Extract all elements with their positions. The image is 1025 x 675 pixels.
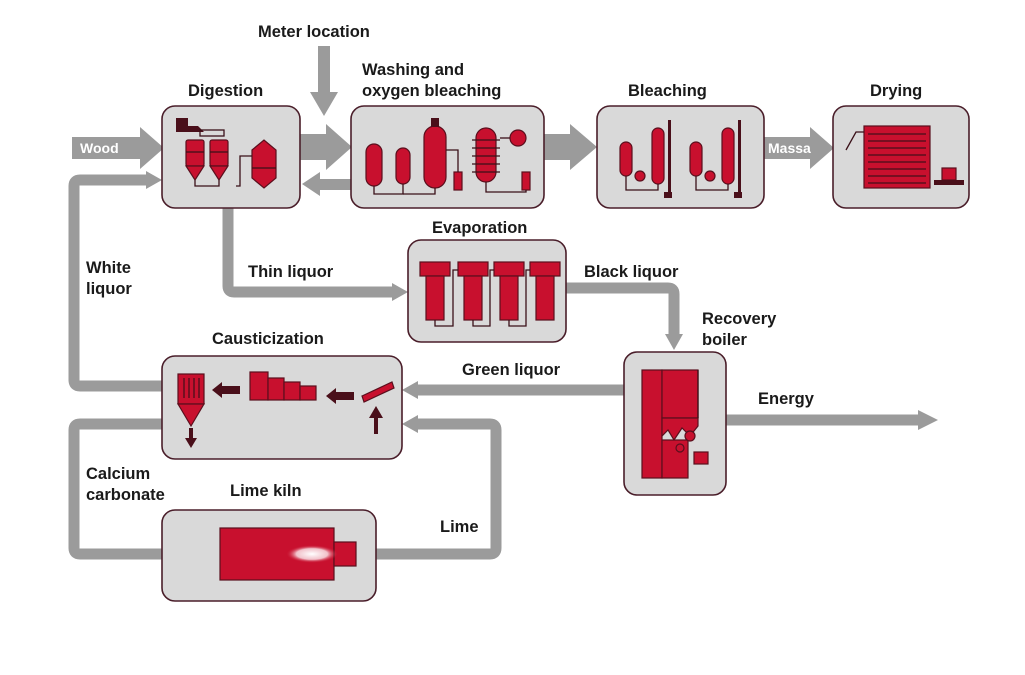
recovery-boiler-title-line2: boiler — [702, 331, 748, 349]
washing-equipment — [365, 118, 531, 195]
meter-location-arrow — [310, 46, 338, 116]
calcium-carbonate-pipe — [68, 418, 164, 560]
lime-label: Lime — [440, 518, 479, 536]
washing-to-bleaching-arrow — [544, 124, 597, 170]
evaporation-title: Evaporation — [432, 219, 527, 237]
white-liquor-pipe — [68, 174, 164, 392]
energy-label: Energy — [758, 390, 815, 408]
meter-location-label: Meter location — [258, 23, 370, 41]
bleaching-equipment — [619, 120, 742, 198]
wood-label: Wood — [80, 140, 119, 156]
lime-kiln-equipment — [219, 527, 357, 581]
washing-title-line1: Washing and — [362, 61, 464, 79]
green-liquor-arrowhead — [402, 381, 418, 399]
causticization-title: Causticization — [212, 330, 324, 348]
white-liquor-label-line1: White — [86, 259, 131, 277]
wood-arrow — [72, 127, 164, 169]
digestion-equipment — [176, 118, 277, 189]
energy-arrowhead — [918, 410, 938, 430]
digestion-title: Digestion — [188, 82, 263, 100]
recovery-boiler-title-line1: Recovery — [702, 310, 777, 328]
washing-return-pipe — [318, 179, 352, 190]
drying-title: Drying — [870, 82, 922, 100]
lime-pipe — [376, 418, 502, 560]
calcium-carbonate-label-line1: Calcium — [86, 465, 150, 483]
evaporation-equipment — [419, 261, 561, 327]
lime-arrowhead — [402, 415, 418, 433]
lime-kiln-title: Lime kiln — [230, 482, 302, 500]
black-liquor-pipe — [566, 282, 680, 336]
black-liquor-label: Black liquor — [584, 263, 679, 281]
massa-arrow — [764, 127, 834, 169]
white-liquor-label-line2: liquor — [86, 280, 132, 298]
black-liquor-arrowhead — [665, 334, 683, 350]
drying-equipment — [845, 125, 964, 189]
digestion-to-washing-arrow — [300, 124, 352, 170]
green-liquor-label: Green liquor — [462, 361, 561, 379]
bleaching-title: Bleaching — [628, 82, 707, 100]
causticization-equipment — [176, 371, 395, 448]
thin-liquor-pipe — [222, 208, 394, 298]
washing-return-arrowhead — [302, 172, 320, 196]
recovery-boiler-equipment — [641, 369, 709, 479]
washing-title-line2: oxygen bleaching — [362, 82, 501, 100]
white-liquor-arrowhead — [146, 171, 162, 189]
thin-liquor-label: Thin liquor — [248, 263, 334, 281]
causticization-box — [161, 355, 403, 460]
massa-label: Massa — [768, 140, 811, 156]
thin-liquor-arrowhead — [392, 283, 408, 301]
calcium-carbonate-label-line2: carbonate — [86, 486, 165, 504]
